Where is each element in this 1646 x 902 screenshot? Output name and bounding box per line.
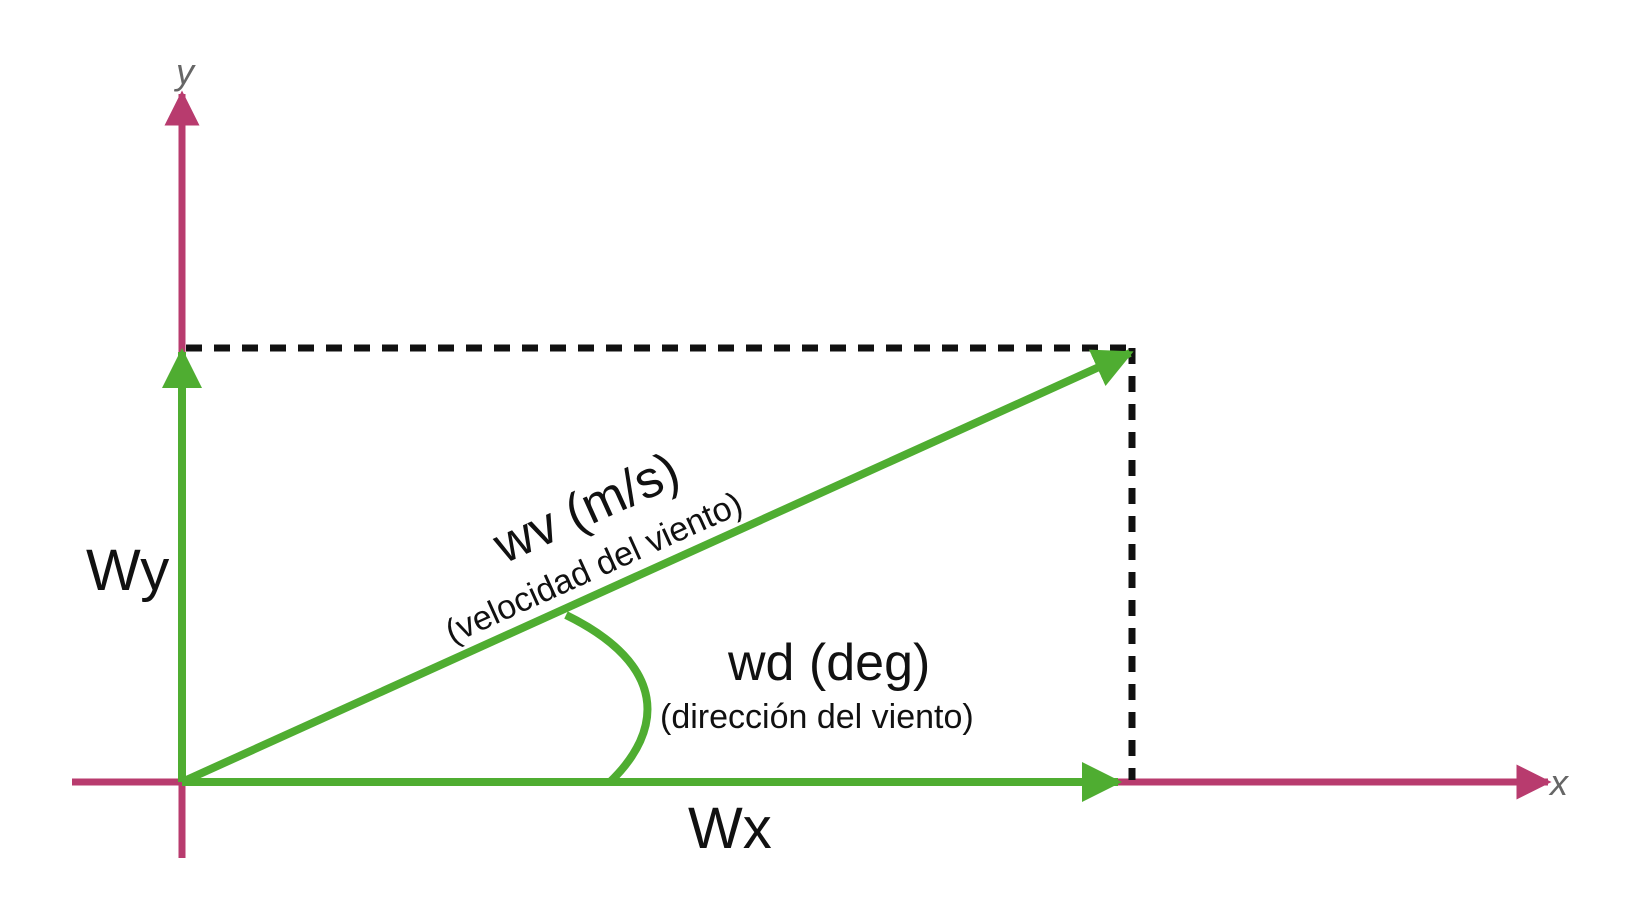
wind-direction-label: wd (deg) xyxy=(727,634,930,692)
wx-label: Wx xyxy=(688,796,772,861)
wind-velocity-vector xyxy=(180,349,1134,786)
x-axis-label: x xyxy=(1548,762,1570,803)
wind-direction-sublabel: (dirección del viento) xyxy=(660,698,974,736)
y-axis-label: y xyxy=(173,51,196,92)
wind-direction-angle-arc xyxy=(564,611,652,785)
wy-label: Wy xyxy=(86,538,169,603)
